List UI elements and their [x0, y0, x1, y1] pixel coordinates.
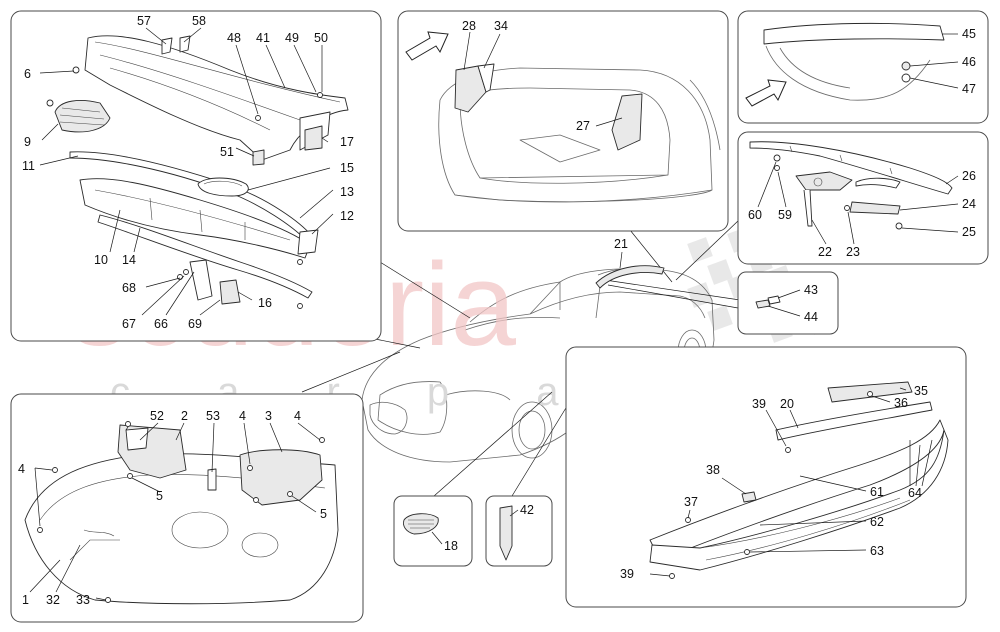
callout-44: 44 — [804, 310, 818, 324]
callout-57: 57 — [137, 14, 151, 28]
car-overview — [361, 267, 715, 463]
callout-68: 68 — [122, 281, 136, 295]
callout-9: 9 — [24, 135, 31, 149]
callout-39-top: 39 — [752, 397, 766, 411]
callout-38: 38 — [706, 463, 720, 477]
callout-1: 1 — [22, 593, 29, 607]
panel-underbody-shields — [10, 393, 364, 623]
panel-side-badge — [485, 495, 553, 567]
callout-46: 46 — [962, 55, 976, 69]
panel-trunk-spoiler — [737, 10, 989, 124]
callout-4-left: 4 — [18, 462, 25, 476]
callout-5-left: 5 — [156, 489, 163, 503]
callout-33: 33 — [76, 593, 90, 607]
callout-49: 49 — [285, 31, 299, 45]
callout-27: 27 — [576, 119, 590, 133]
callout-23: 23 — [846, 245, 860, 259]
callout-53: 53 — [206, 409, 220, 423]
callout-36: 36 — [894, 396, 908, 410]
callout-25: 25 — [962, 225, 976, 239]
callout-39-bottom: 39 — [620, 567, 634, 581]
callout-24: 24 — [962, 197, 976, 211]
callout-11: 11 — [22, 159, 35, 173]
callout-64: 64 — [908, 486, 922, 500]
callout-4-mid: 4 — [239, 409, 246, 423]
callout-34: 34 — [494, 19, 508, 33]
callout-16: 16 — [258, 296, 272, 310]
callout-35: 35 — [914, 384, 928, 398]
callout-labels: 6 9 11 10 14 15 13 12 17 16 68 67 66 69 … — [18, 14, 976, 607]
panel-grille-insert — [393, 495, 473, 567]
callout-3: 3 — [265, 409, 272, 423]
callout-61: 61 — [870, 485, 884, 499]
callout-13: 13 — [340, 185, 354, 199]
panel-spoiler-hardware — [737, 131, 989, 265]
callout-32: 32 — [46, 593, 60, 607]
callout-43: 43 — [804, 283, 818, 297]
callout-62: 62 — [870, 515, 884, 529]
callout-67: 67 — [122, 317, 136, 331]
callout-15: 15 — [340, 161, 354, 175]
callout-12: 12 — [340, 209, 354, 223]
panel-trunk-lining — [397, 10, 729, 232]
callout-6: 6 — [24, 67, 31, 81]
callout-59: 59 — [778, 208, 792, 222]
callout-60: 60 — [748, 208, 762, 222]
callout-63: 63 — [870, 544, 884, 558]
callout-37: 37 — [684, 495, 698, 509]
roof-trim-part — [595, 265, 665, 289]
callout-42: 42 — [520, 503, 534, 517]
callout-45: 45 — [962, 27, 976, 41]
callout-58: 58 — [192, 14, 206, 28]
callout-47: 47 — [962, 82, 976, 96]
callout-21: 21 — [614, 237, 628, 251]
callout-10: 10 — [94, 253, 108, 267]
callout-50: 50 — [314, 31, 328, 45]
panel-clips — [737, 271, 839, 335]
callout-14: 14 — [122, 253, 136, 267]
panel-side-skirt — [565, 346, 967, 608]
callout-41: 41 — [256, 31, 270, 45]
callout-66: 66 — [154, 317, 168, 331]
callout-4-right: 4 — [294, 409, 301, 423]
callout-22: 22 — [818, 245, 832, 259]
callout-2: 2 — [181, 409, 188, 423]
panel-cowl-assembly — [10, 10, 382, 342]
callout-28: 28 — [462, 19, 476, 33]
callout-51: 51 — [220, 145, 234, 159]
callout-52: 52 — [150, 409, 164, 423]
callout-17: 17 — [340, 135, 354, 149]
callout-48: 48 — [227, 31, 241, 45]
callout-26: 26 — [962, 169, 976, 183]
callout-20: 20 — [780, 397, 794, 411]
callout-69: 69 — [188, 317, 202, 331]
callout-18: 18 — [444, 539, 458, 553]
callout-5-right: 5 — [320, 507, 327, 521]
